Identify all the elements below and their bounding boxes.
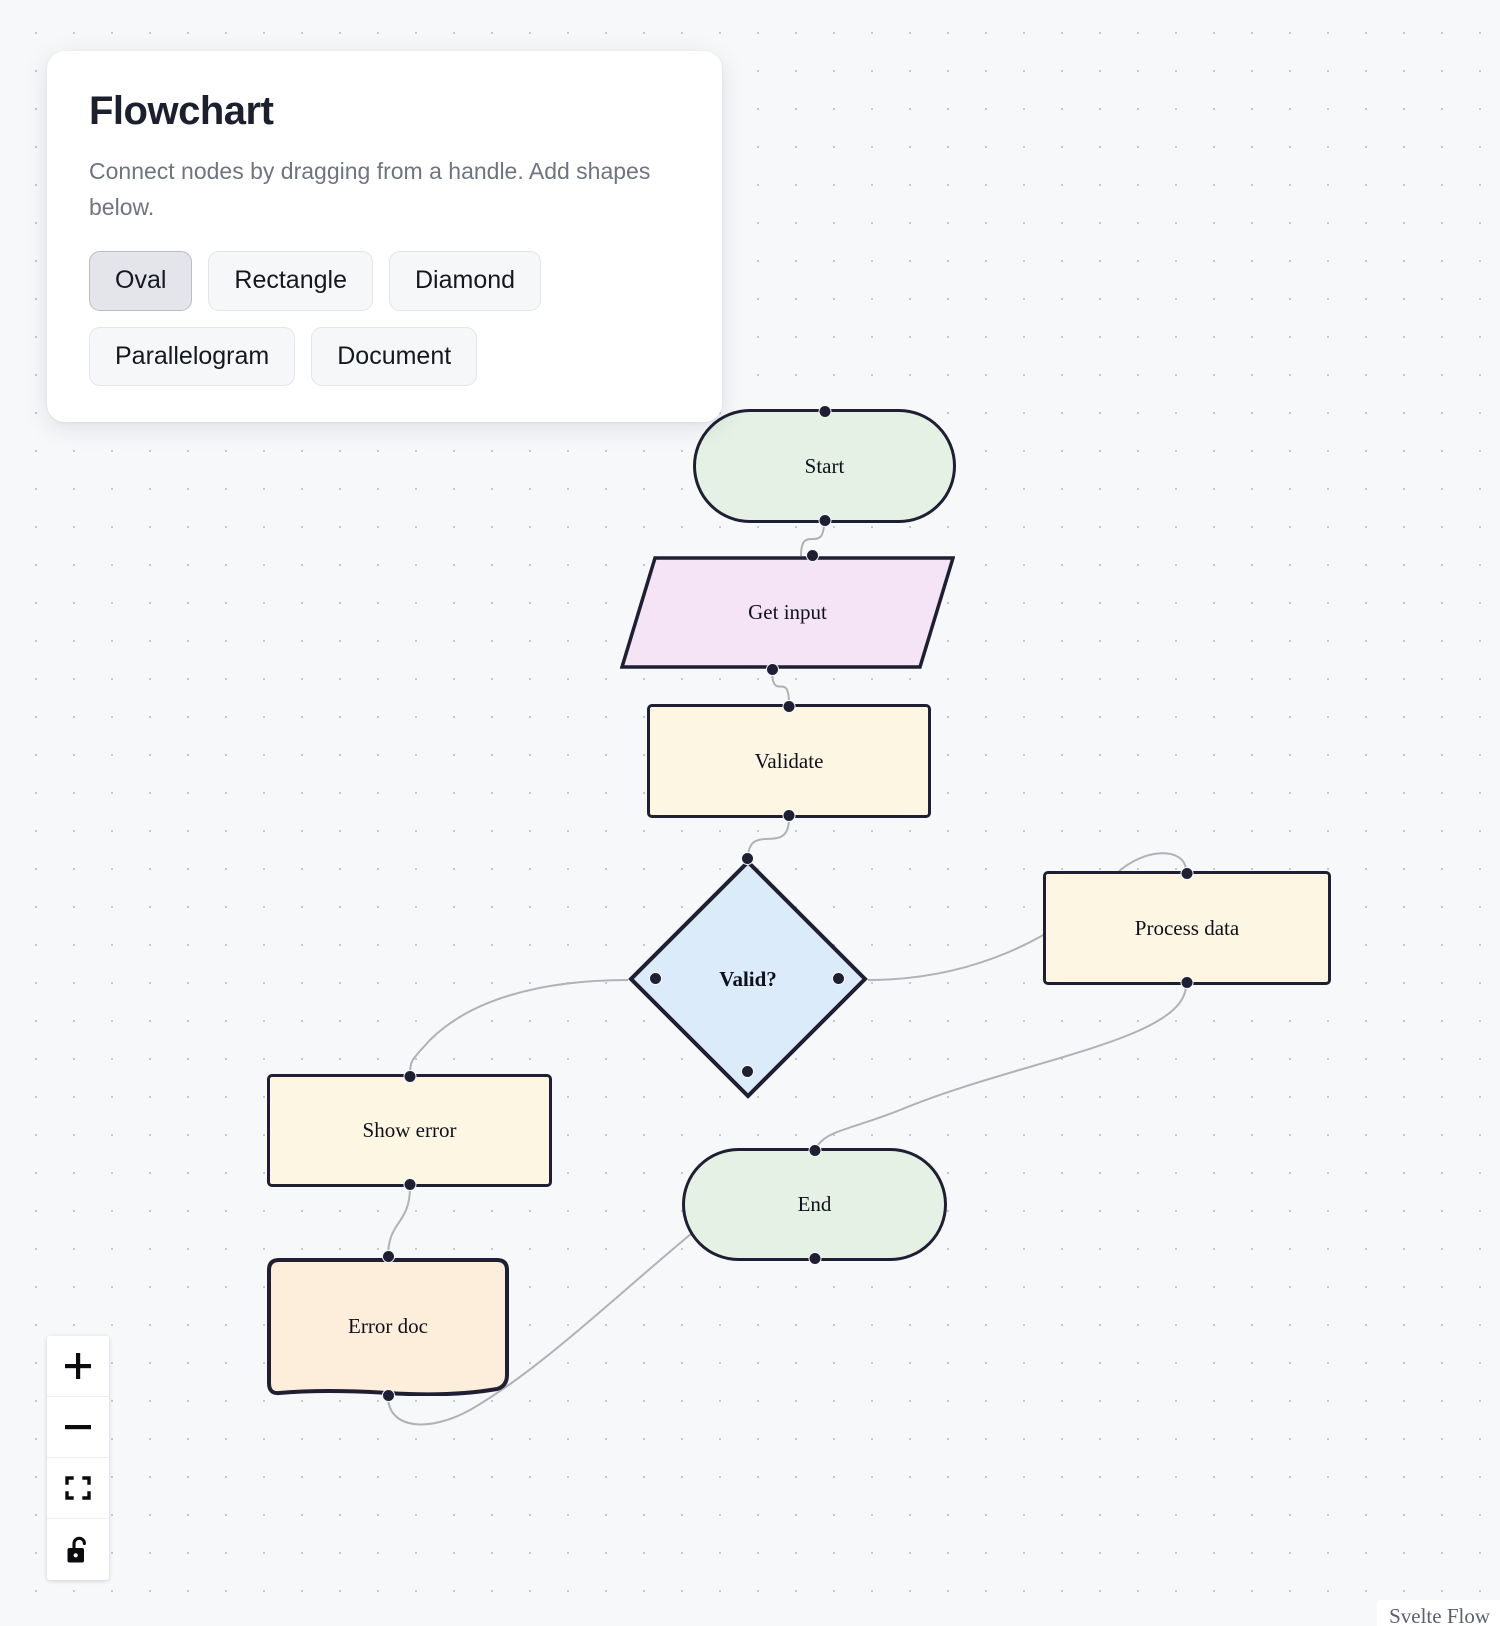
shape-button-document[interactable]: Document	[311, 326, 478, 386]
attribution-label[interactable]: Svelte Flow	[1377, 1600, 1500, 1626]
page-title: Flowchart	[89, 89, 274, 133]
node-valid[interactable]: Valid?	[628, 852, 868, 1099]
zoom-out-button[interactable]	[47, 1397, 109, 1458]
node-error-doc-handle-top[interactable]	[382, 1250, 395, 1263]
shape-button-oval[interactable]: Oval	[89, 251, 193, 311]
node-get-input-handle-top[interactable]	[806, 549, 819, 562]
node-validate[interactable]: Validate	[647, 700, 931, 822]
node-process-data-handle-bottom[interactable]	[1180, 976, 1194, 989]
plus-icon	[63, 1351, 93, 1381]
minus-icon	[63, 1412, 93, 1442]
node-validate-handle-bottom[interactable]	[782, 809, 796, 822]
document-shape	[267, 1258, 509, 1396]
diamond-shape	[628, 859, 868, 1099]
node-validate-label: Validate	[754, 748, 824, 773]
fit-view-button[interactable]	[47, 1458, 109, 1519]
node-process-data[interactable]: Process data	[1043, 867, 1331, 989]
node-get-input-handle-bottom[interactable]	[766, 663, 779, 676]
node-start-handle-bottom[interactable]	[818, 514, 831, 527]
node-get-input[interactable]: Get input	[620, 549, 955, 676]
node-show-error-label: Show error	[362, 1118, 457, 1142]
edge-showerr-to-errordoc	[387, 1186, 411, 1258]
node-show-error[interactable]: Show error	[267, 1070, 552, 1191]
node-show-error-handle-bottom[interactable]	[403, 1178, 416, 1191]
node-valid-handle-top[interactable]	[741, 852, 754, 865]
shape-button-parallelogram[interactable]: Parallelogram	[89, 326, 296, 386]
node-end[interactable]: End	[682, 1144, 947, 1265]
node-error-doc-handle-bottom[interactable]	[382, 1389, 395, 1402]
viewport-controls	[47, 1336, 109, 1580]
edge-valid-to-showerr	[409, 979, 629, 1075]
node-process-data-handle-top[interactable]	[1180, 867, 1194, 880]
node-start[interactable]: Start	[693, 405, 956, 527]
node-start-label: Start	[804, 453, 845, 478]
node-validate-handle-top[interactable]	[782, 700, 796, 713]
node-process-data-label: Process data	[1134, 915, 1240, 940]
node-show-error-handle-top[interactable]	[403, 1070, 416, 1083]
panel-description: Connect nodes by dragging from a handle.…	[89, 158, 651, 220]
shape-button-rectangle[interactable]: Rectangle	[208, 251, 373, 311]
node-end-handle-top[interactable]	[808, 1144, 821, 1157]
edge-validate-to-valid	[747, 817, 790, 860]
edge-process-to-end	[815, 984, 1187, 1149]
node-valid-handle-right[interactable]	[832, 972, 845, 985]
node-error-doc[interactable]: Error doc	[266, 1250, 510, 1402]
node-start-handle-top[interactable]	[818, 405, 831, 418]
node-end-label: End	[797, 1192, 832, 1216]
node-end-handle-bottom[interactable]	[808, 1252, 821, 1265]
parallelogram-shape	[620, 556, 955, 669]
zoom-in-button[interactable]	[47, 1336, 109, 1397]
node-valid-handle-bottom[interactable]	[741, 1065, 754, 1078]
shape-toolbar-panel: Flowchart Connect nodes by dragging from…	[47, 51, 722, 422]
fit-view-icon	[64, 1474, 92, 1502]
lock-toggle-button[interactable]	[47, 1519, 109, 1580]
shape-button-group: Oval Rectangle Diamond Parallelogram Doc…	[89, 251, 680, 386]
unlocked-padlock-icon	[64, 1535, 92, 1565]
node-valid-handle-left[interactable]	[649, 972, 662, 985]
shape-button-diamond[interactable]: Diamond	[388, 251, 542, 311]
